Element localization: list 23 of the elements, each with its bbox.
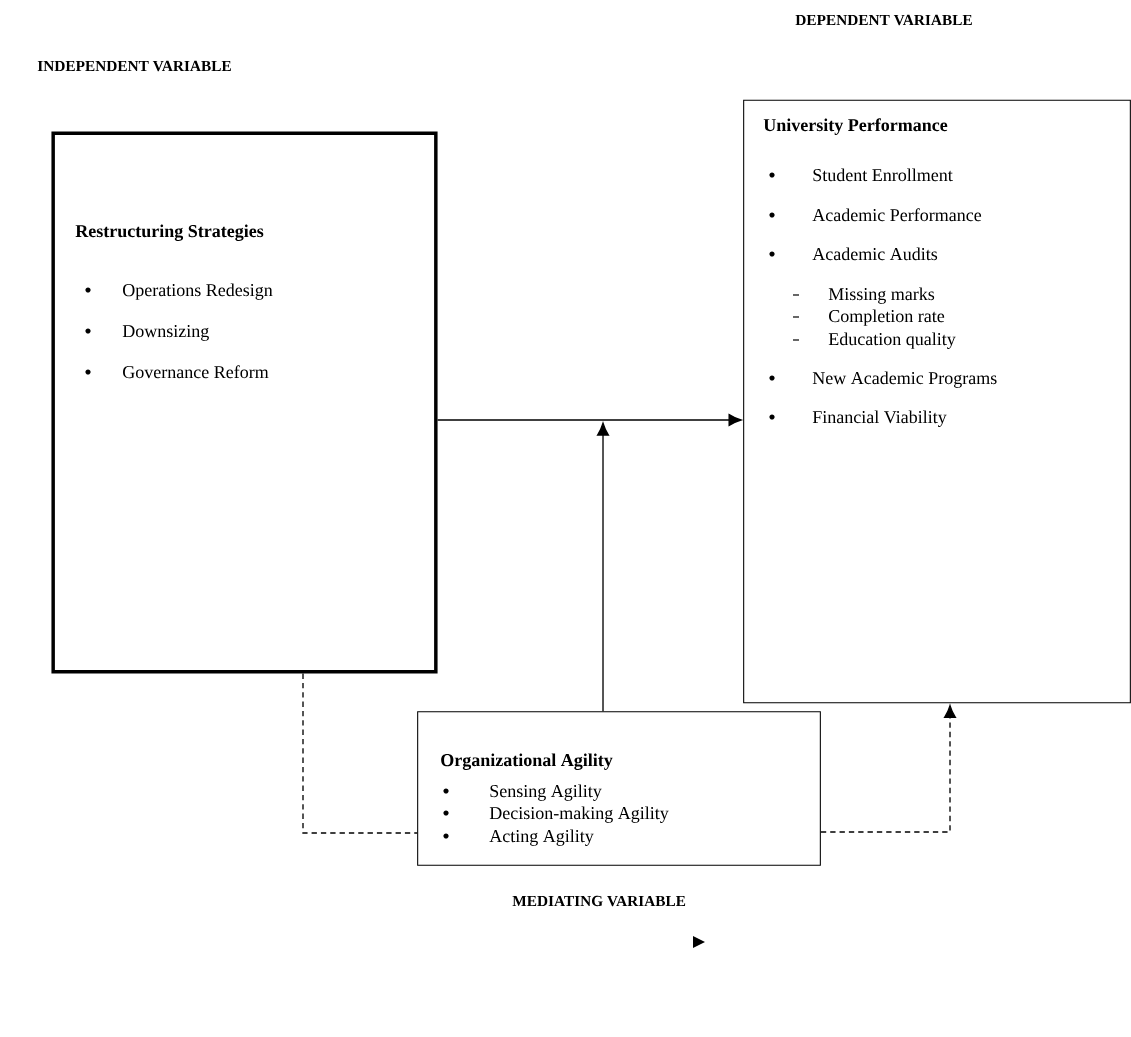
bullet-item: Sensing Agility: [443, 784, 602, 801]
variable-label: INDEPENDENT VARIABLE: [37, 60, 231, 72]
bullet-item: Academic Performance: [769, 208, 982, 222]
bullet-item: Governance Reform: [85, 365, 269, 379]
bullet-item: New Academic Programs: [769, 371, 997, 388]
arrow: [596, 422, 610, 712]
bullet-item: Acting Agility: [443, 829, 594, 846]
arrow: [436, 413, 742, 427]
bullet-item: Downsizing: [85, 325, 209, 341]
arrow: [820, 705, 957, 833]
box-heading: University Performance: [763, 118, 948, 135]
variable-label: MEDIATING VARIABLE: [512, 895, 686, 907]
dash-item: Completion rate: [792, 309, 945, 326]
dash-item: Missing marks: [792, 287, 935, 304]
dash-item: Education quality: [792, 332, 956, 349]
bullet-item: Operations Redesign: [85, 283, 273, 300]
bullet-item: Decision-making Agility: [443, 806, 669, 823]
box-heading: Organizational Agility: [441, 753, 613, 770]
variable-label: DEPENDENT VARIABLE: [795, 14, 972, 26]
bullet-item: Student Enrollment: [769, 168, 953, 182]
bullet-item: Academic Audits: [769, 247, 938, 261]
box-heading: Restructuring Strategies: [75, 224, 264, 241]
bullet-item: Financial Viability: [769, 410, 947, 427]
